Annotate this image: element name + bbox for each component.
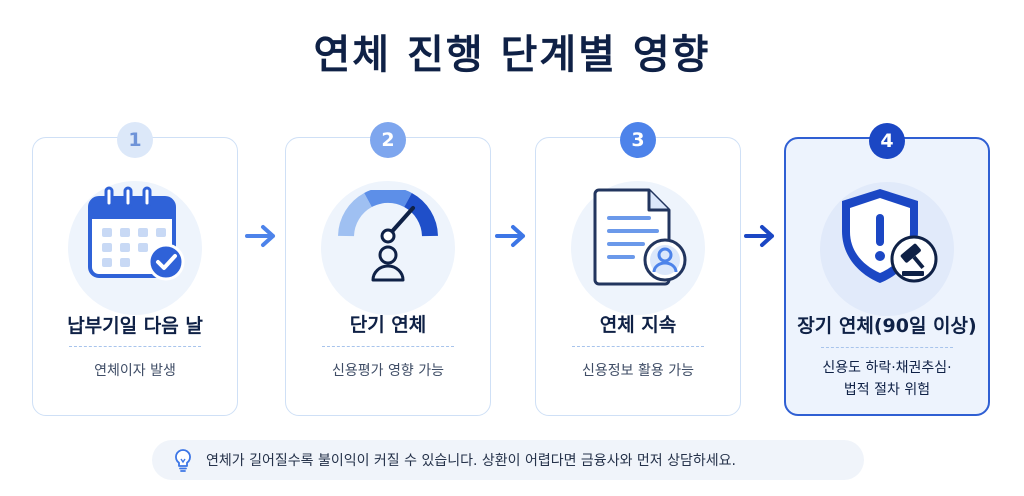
step-card-1: 1 납부기일 다음 날 연체이자 발생 <box>32 122 238 416</box>
step-card-4: 4 장기 연체(90일 이상) 신용도 하락·채권추심· 법적 절차 위험 <box>784 123 990 416</box>
step-label: 단기 연체 <box>349 314 427 336</box>
step-card-3: 3 연체 지속 신용정보 활용 가능 <box>535 122 741 416</box>
tip-text: 연체가 길어질수록 불이익이 커질 수 있습니다. 상환이 어렵다면 금융사와 … <box>206 453 736 469</box>
step-number-badge: 2 <box>370 122 406 158</box>
dashed-divider <box>821 347 953 348</box>
step-description-line: 신용도 하락·채권추심· <box>822 360 952 376</box>
document-profile-icon <box>593 188 687 286</box>
step-label: 연체 지속 <box>599 314 677 336</box>
calendar-check-icon <box>88 186 185 281</box>
step-label: 납부기일 다음 날 <box>67 315 203 337</box>
arrow-right-icon <box>495 225 525 247</box>
step-description: 신용도 하락·채권추심· 법적 절차 위험 <box>786 357 988 401</box>
lightbulb-icon <box>175 449 191 472</box>
step-number-badge: 3 <box>620 122 656 158</box>
dashed-divider <box>322 346 454 347</box>
step-description: 신용평가 영향 가능 <box>332 363 444 379</box>
page-title: 연체 진행 단계별 영향 <box>313 32 711 78</box>
tip-banner: 연체가 길어질수록 불이익이 커질 수 있습니다. 상환이 어렵다면 금융사와 … <box>152 440 864 480</box>
credit-gauge-icon <box>338 190 438 282</box>
step-label: 장기 연체(90일 이상) <box>797 315 977 337</box>
step-description-line: 법적 절차 위험 <box>843 382 931 398</box>
arrow-right-icon <box>744 225 774 247</box>
step-card-2: 2 단기 연체 신용평가 영향 가능 <box>285 122 491 416</box>
step-description: 연체이자 발생 <box>94 363 176 379</box>
arrow-right-icon <box>245 225 275 247</box>
step-number-badge: 1 <box>117 122 153 158</box>
step-description: 신용정보 활용 가능 <box>582 363 694 379</box>
step-number-badge: 4 <box>869 123 905 159</box>
dashed-divider <box>69 346 201 347</box>
dashed-divider <box>572 346 704 347</box>
shield-warning-gavel-icon <box>842 189 938 283</box>
